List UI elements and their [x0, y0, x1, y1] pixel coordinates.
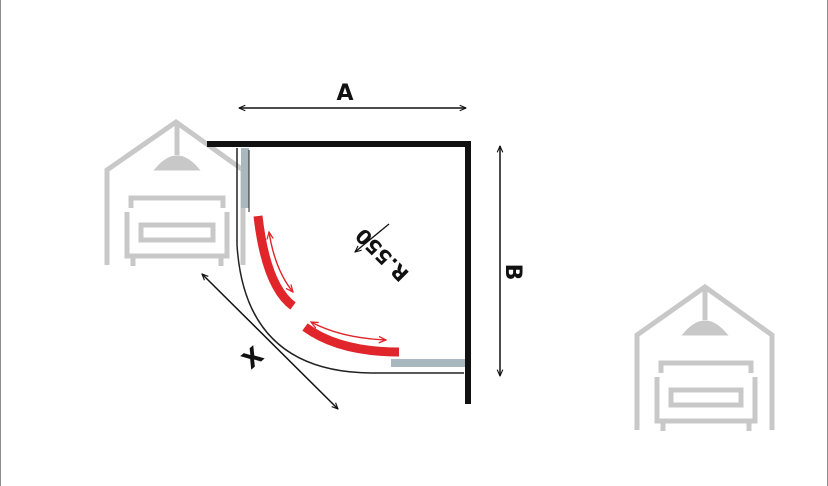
radius-label: R.550	[351, 223, 414, 286]
dimension-label-a: A	[336, 81, 353, 106]
wall-frame	[207, 141, 471, 404]
fixed-glass-panels	[241, 148, 465, 367]
watermark-house-sofa-icon-right	[634, 283, 775, 431]
dimension-label-b: B	[500, 264, 525, 281]
glass-panel-left	[241, 148, 249, 208]
glass-panel-bottom	[391, 359, 465, 367]
radius-arrow	[355, 223, 390, 252]
dimension-arrow-x	[202, 274, 338, 409]
curved-enclosure-outline	[236, 148, 464, 374]
dimension-label-x: X	[237, 341, 270, 375]
